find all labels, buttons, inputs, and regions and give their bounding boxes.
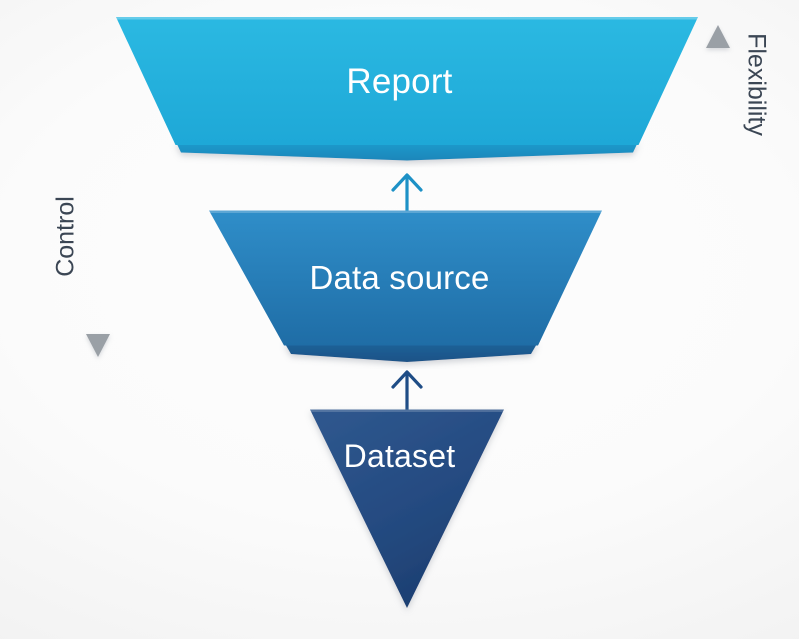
funnel-stage-data-source[interactable] xyxy=(209,210,602,363)
funnel-stage-report-fold xyxy=(175,141,639,161)
flexibility-axis-arrow xyxy=(706,25,730,358)
funnel-stage-dataset-label: Dataset xyxy=(343,438,456,474)
funnel-stage-data-source-fold xyxy=(284,342,538,362)
control-axis-arrow xyxy=(86,24,110,357)
funnel-stage-report-label: Report xyxy=(346,62,453,101)
funnel-stage-report-body xyxy=(116,17,698,145)
funnel-stage-report[interactable] xyxy=(116,17,698,161)
flexibility-axis-label: Flexibility xyxy=(742,33,771,136)
connector-dataset-to-data-source-arrow xyxy=(391,370,423,412)
funnel-stage-data-source-label: Data source xyxy=(309,259,490,296)
funnel-stage-data-source-highlight xyxy=(209,210,602,213)
connector-data-source-to-report-arrow xyxy=(391,173,423,213)
funnel-stage-data-source-body xyxy=(209,210,602,346)
funnel-stage-dataset[interactable] xyxy=(310,409,504,609)
control-axis-label: Control xyxy=(51,196,80,277)
funnel-stage-dataset-highlight xyxy=(310,409,504,412)
funnel-stage-report-highlight xyxy=(116,17,698,20)
funnel-stage-dataset-body xyxy=(310,409,504,608)
